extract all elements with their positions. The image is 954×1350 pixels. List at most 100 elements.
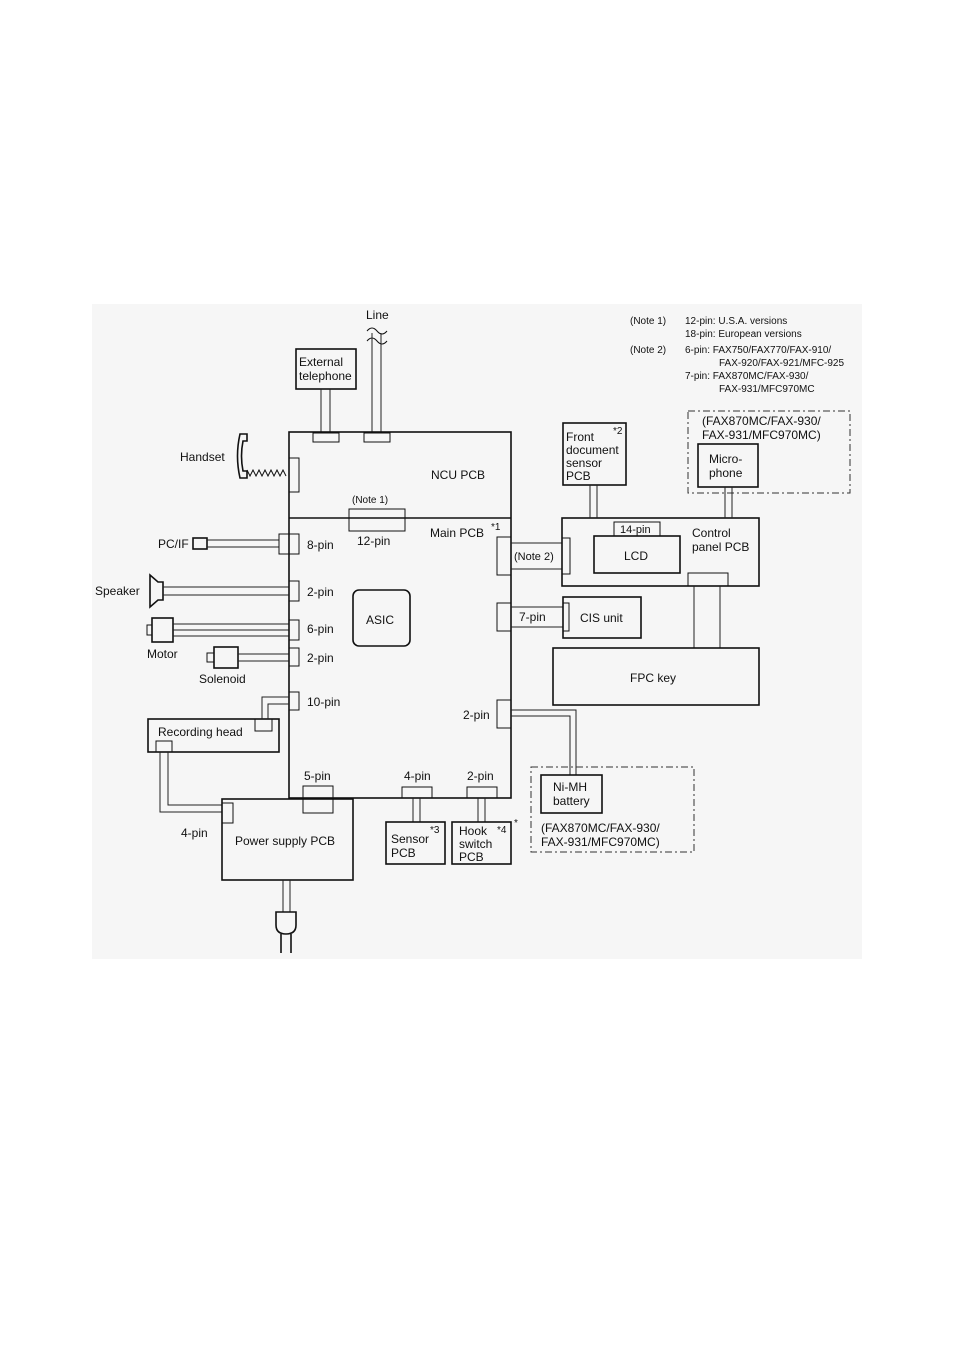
battery-main-connector: [496, 699, 512, 729]
hook-switch-label-1: Hook: [459, 824, 488, 838]
note1-line-1: 12-pin: U.S.A. versions: [685, 316, 787, 327]
battery-models-2: FAX-931/MFC970MC): [541, 835, 660, 849]
pin4-sensor-label: 4-pin: [404, 769, 431, 783]
battery-models-1: (FAX870MC/FAX-930/: [541, 821, 660, 835]
front-sensor-label-2: document: [566, 443, 619, 457]
power-supply-pcb-label: Power supply PCB: [235, 834, 335, 848]
pin10-label: 10-pin: [307, 695, 340, 709]
front-sensor-label-3: sensor: [566, 456, 602, 470]
pin8-connector: [278, 533, 300, 555]
cis-unit-label: CIS unit: [580, 611, 623, 625]
note2-tag: (Note 2): [514, 551, 554, 563]
head-power-wire-a: [159, 752, 222, 813]
motor-shaft-icon: [146, 624, 153, 636]
recording-head-label: Recording head: [158, 725, 243, 739]
cis-main-connector: [496, 602, 512, 632]
line-label: Line: [366, 308, 389, 322]
notes-block: (Note 1) 12-pin: U.S.A. versions 18-pin:…: [630, 316, 844, 395]
solenoid-label: Solenoid: [199, 672, 246, 686]
nimh-battery-label-1: Ni-MH: [553, 780, 587, 794]
speaker-icon: [149, 573, 164, 609]
microphone-label-2: phone: [709, 466, 743, 480]
battery-wire-a: [511, 709, 577, 775]
fpc-key-connector: [687, 572, 729, 587]
fpc-key-box: [552, 647, 760, 706]
note1-line-2: 18-pin: European versions: [685, 329, 802, 340]
lcd-label: LCD: [624, 549, 648, 563]
microphone-label-1: Micro-: [709, 452, 742, 466]
pin5-label: 5-pin: [304, 769, 331, 783]
front-sensor-label-1: Front: [566, 430, 595, 444]
microphone-box: [697, 443, 759, 488]
control-panel-label-2: panel PCB: [692, 540, 749, 554]
asic-label: ASIC: [366, 613, 394, 627]
pin14-label: 14-pin: [620, 524, 651, 536]
hook-star: *: [514, 818, 518, 829]
power-plug-icon: [275, 911, 297, 935]
hook-connector: [466, 786, 498, 799]
line-ac-symbol-2: [366, 337, 388, 345]
nimh-battery-box: [540, 774, 603, 814]
hook-mark: *4: [497, 825, 507, 836]
sensor-pcb-label-2: PCB: [391, 846, 416, 860]
power-supply-pcb-box: [221, 798, 354, 881]
ncu-ext-tel-connector: [312, 432, 340, 443]
nimh-battery-label-2: battery: [553, 794, 590, 808]
front-sensor-label-4: PCB: [566, 469, 591, 483]
motor-connector: [288, 619, 300, 641]
pin4-power-label: 4-pin: [181, 826, 208, 840]
external-telephone-box: [295, 348, 357, 390]
motor-label: Motor: [147, 647, 178, 661]
handset-cord: [246, 468, 287, 478]
front-sensor-pcb-box: [562, 422, 627, 486]
ncu-pcb-label: NCU PCB: [431, 468, 485, 482]
battery-option-frame: [530, 766, 695, 853]
lcd-connector: [613, 521, 661, 537]
external-telephone-label-1: External: [299, 355, 343, 369]
hook-switch-pcb-box: [451, 821, 512, 865]
pin2-hook-label: 2-pin: [467, 769, 494, 783]
speaker-connector: [288, 580, 300, 602]
control-panel-label-1: Control: [692, 526, 731, 540]
cis-unit-connector: [562, 602, 570, 632]
pc-if-connector-icon: [192, 537, 208, 550]
head-wire-a: [261, 696, 289, 719]
head-power-wire-b: [167, 752, 222, 806]
note2-label: (Note 2): [630, 345, 666, 356]
recording-head-connector: [254, 718, 273, 732]
diagram-background: [92, 304, 862, 959]
pin8-label: 8-pin: [307, 538, 334, 552]
sensor-mark: *3: [430, 825, 440, 836]
sensor-pcb-box: [385, 821, 446, 865]
sensor-connector: [401, 786, 433, 799]
front-sensor-mark: *2: [613, 426, 623, 437]
head-connector: [288, 691, 300, 711]
handset-connector: [288, 457, 300, 493]
ncu-line-connector: [363, 432, 391, 443]
microphone-models-2: FAX-931/MFC970MC): [702, 428, 821, 442]
note1-label: (Note 1): [630, 316, 666, 327]
fpc-key-label: FPC key: [630, 671, 676, 685]
pin2-battery-label: 2-pin: [463, 708, 490, 722]
pin2-speaker-label: 2-pin: [307, 585, 334, 599]
solenoid-plunger-icon: [206, 652, 215, 663]
microphone-models-1: (FAX870MC/FAX-930/: [702, 414, 821, 428]
pin12-label: 12-pin: [357, 534, 390, 548]
battery-wire-b: [511, 715, 571, 775]
main-pcb-label: Main PCB: [430, 526, 484, 540]
recording-head-power-connector: [155, 740, 173, 753]
note2-line-2: FAX-920/FAX-921/MFC-925: [719, 358, 844, 369]
hook-switch-label-2: switch: [459, 837, 492, 851]
microphone-option-frame: [687, 410, 851, 494]
note2-line-4: FAX-931/MFC970MC: [719, 384, 815, 395]
pin7-label: 7-pin: [519, 610, 546, 624]
power-head-connector: [221, 802, 234, 824]
pin6-label: 6-pin: [307, 622, 334, 636]
speaker-label: Speaker: [95, 584, 140, 598]
ncu-main-connector: [348, 508, 406, 532]
pin5-connector: [302, 785, 334, 814]
note1-tag: (Note 1): [352, 495, 388, 506]
asic-chip: [352, 589, 411, 647]
external-telephone-label-2: telephone: [299, 369, 352, 383]
